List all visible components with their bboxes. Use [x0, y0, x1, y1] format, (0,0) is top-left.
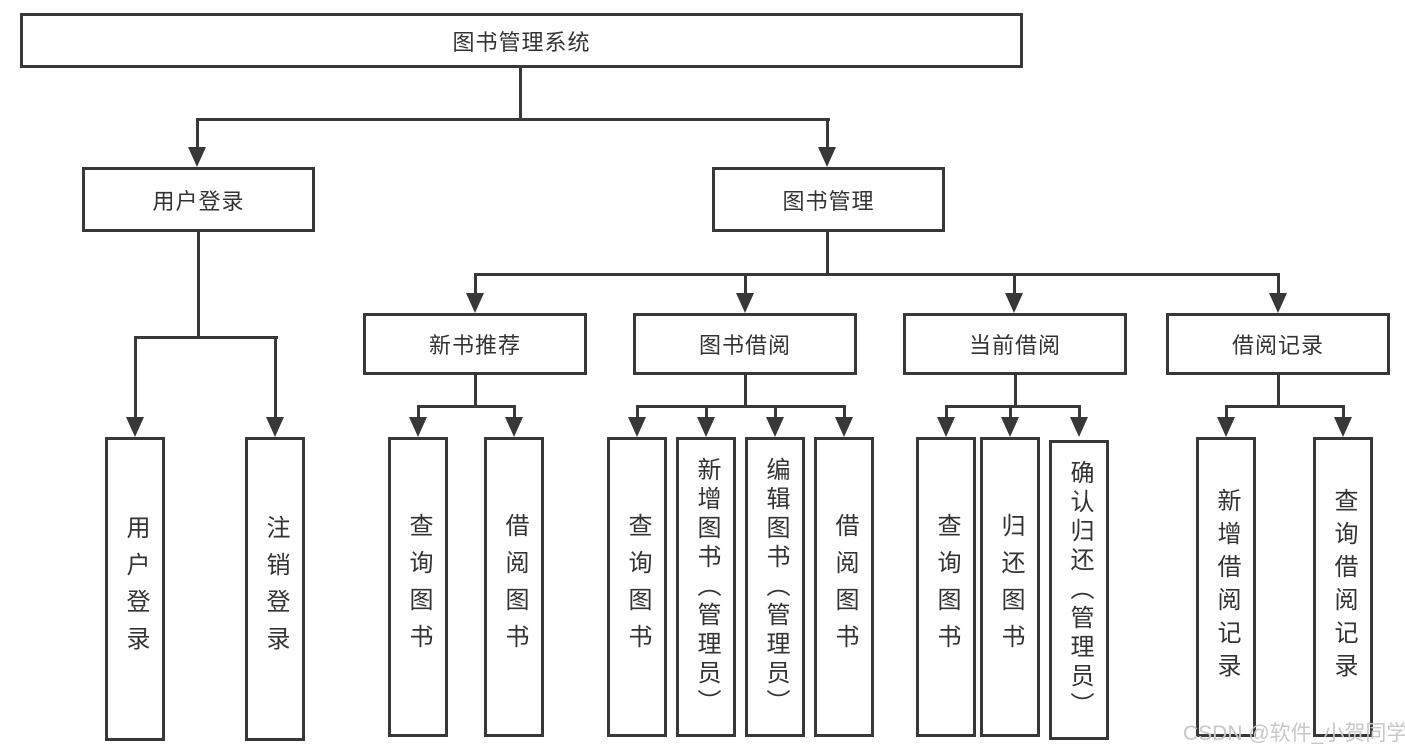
arrowhead-down: [466, 293, 484, 313]
connector-vline: [1013, 273, 1016, 295]
node-book-borrowing-label: 图书借阅: [698, 333, 791, 358]
arrowhead-down: [818, 147, 836, 167]
connector-vline: [826, 118, 829, 150]
node-library-system: 图书管理系统: [20, 13, 1023, 68]
connector-vline: [1342, 405, 1345, 419]
leaf-edit-book-admin-label: 编辑图书（管理员）: [762, 456, 789, 718]
connector-vline: [636, 405, 639, 419]
connector-vline: [274, 336, 277, 419]
connector-vline: [474, 273, 477, 295]
connector-vline: [705, 405, 708, 419]
connector-vline: [774, 405, 777, 419]
connector-vline: [519, 68, 522, 118]
leaf-logout-label: 注销登录: [262, 515, 289, 663]
arrowhead-down: [937, 417, 955, 437]
arrowhead-down: [1334, 417, 1352, 437]
leaf-borrow-books-2-label: 借阅图书: [831, 513, 858, 661]
node-book-management-label: 图书管理: [782, 188, 875, 214]
leaf-borrow-books-2: 借阅图书: [814, 437, 874, 737]
connector-vline: [196, 118, 199, 150]
connector-hline: [134, 336, 278, 339]
arrowhead-down: [126, 417, 144, 437]
node-new-book-recommend-label: 新书推荐: [428, 333, 521, 358]
leaf-query-borrow-record-label: 查询借阅记录: [1330, 488, 1357, 686]
connector-vline: [417, 405, 420, 419]
connector-hline: [474, 273, 1280, 276]
leaf-query-books-3: 查询图书: [916, 437, 976, 737]
connector-vline: [197, 232, 200, 336]
connector-vline: [744, 273, 747, 295]
connector-vline: [843, 405, 846, 419]
connector-hline: [417, 405, 516, 408]
leaf-confirm-return-admin: 确认归还（管理员）: [1049, 440, 1109, 740]
leaf-return-books: 归还图书: [980, 437, 1040, 737]
leaf-query-borrow-record: 查询借阅记录: [1313, 437, 1373, 737]
arrowhead-down: [266, 417, 284, 437]
leaf-add-book-admin-label: 新增图书（管理员）: [693, 456, 720, 718]
arrowhead-down: [1001, 417, 1019, 437]
arrowhead-down: [1070, 417, 1088, 437]
arrowhead-down: [1269, 293, 1287, 313]
arrowhead-down: [835, 417, 853, 437]
connector-vline: [945, 405, 948, 419]
arrowhead-down: [628, 417, 646, 437]
leaf-borrow-books-1-label: 借阅图书: [501, 513, 528, 661]
leaf-confirm-return-admin-label: 确认归还（管理员）: [1066, 459, 1093, 721]
connector-hline: [636, 405, 845, 408]
leaf-query-books-1-label: 查询图书: [405, 513, 432, 661]
arrowhead-down: [766, 417, 784, 437]
connector-vline: [1225, 405, 1228, 419]
leaf-edit-book-admin: 编辑图书（管理员）: [745, 437, 805, 737]
connector-vline: [744, 375, 747, 405]
csdn-watermark: CSDN @软件_小贺同学: [1183, 722, 1405, 745]
node-book-management: 图书管理: [712, 167, 945, 232]
node-new-book-recommend: 新书推荐: [363, 313, 587, 375]
leaf-add-borrow-record-label: 新增借阅记录: [1213, 488, 1240, 686]
leaf-user-login: 用户登录: [105, 437, 165, 741]
arrowhead-down: [697, 417, 715, 437]
connector-vline: [1277, 273, 1280, 295]
connector-vline: [474, 375, 477, 405]
connector-vline: [1078, 405, 1081, 419]
node-borrowing-records: 借阅记录: [1166, 313, 1390, 375]
leaf-add-book-admin: 新增图书（管理员）: [676, 437, 736, 737]
node-user-login-label: 用户登录: [152, 188, 245, 214]
leaf-return-books-label: 归还图书: [997, 513, 1024, 661]
node-current-borrowing: 当前借阅: [903, 313, 1127, 375]
connector-vline: [134, 336, 137, 419]
arrowhead-down: [736, 293, 754, 313]
leaf-logout: 注销登录: [245, 437, 305, 741]
node-library-system-label: 图书管理系统: [452, 29, 591, 55]
connector-vline: [1009, 405, 1012, 419]
leaf-query-books-1: 查询图书: [388, 437, 448, 737]
connector-hline: [197, 118, 830, 121]
arrowhead-down: [1005, 293, 1023, 313]
node-user-login: 用户登录: [82, 167, 315, 232]
connector-hline: [945, 405, 1080, 408]
connector-vline: [513, 405, 516, 419]
arrowhead-down: [409, 417, 427, 437]
connector-hline: [1225, 405, 1344, 408]
leaf-query-books-3-label: 查询图书: [933, 513, 960, 661]
leaf-add-borrow-record: 新增借阅记录: [1196, 437, 1256, 737]
leaf-query-books-2-label: 查询图书: [624, 513, 651, 661]
connector-vline: [1014, 375, 1017, 405]
node-book-borrowing: 图书借阅: [633, 313, 857, 375]
arrowhead-down: [1217, 417, 1235, 437]
leaf-borrow-books-1: 借阅图书: [484, 437, 544, 737]
connector-vline: [826, 232, 829, 273]
connector-vline: [1277, 375, 1280, 405]
node-borrowing-records-label: 借阅记录: [1231, 333, 1324, 358]
leaf-query-books-2: 查询图书: [607, 437, 667, 737]
arrowhead-down: [188, 147, 206, 167]
node-current-borrowing-label: 当前借阅: [968, 333, 1061, 358]
leaf-user-login-label: 用户登录: [122, 515, 149, 663]
arrowhead-down: [505, 417, 523, 437]
